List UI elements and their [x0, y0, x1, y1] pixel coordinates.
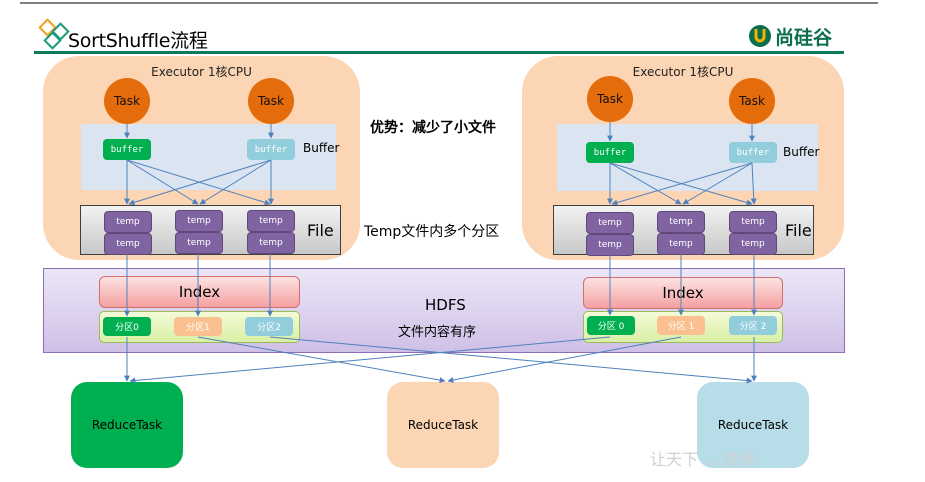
temp-block: temp: [729, 211, 777, 233]
partition-block: 分区 0: [587, 316, 635, 335]
partition-block: 分区 1: [657, 316, 705, 335]
temp-block: temp: [247, 210, 295, 232]
watermark: 让天下 ... 技术: [650, 450, 756, 469]
top-rule: [20, 2, 878, 4]
file-label: File: [307, 221, 334, 240]
executor-label: Executor 1核CPU: [632, 65, 734, 79]
reduce-task-1: ReduceTask: [387, 382, 499, 468]
buffer-block: buffer: [103, 139, 151, 160]
index-block: Index: [99, 276, 300, 308]
reduce-task-2: ReduceTask: [697, 382, 809, 468]
buffer-block: buffer: [586, 142, 634, 163]
buffer-block: buffer: [729, 142, 777, 163]
temp-block: temp: [104, 211, 152, 233]
temp-block: temp: [104, 233, 152, 255]
hdfs-sublabel: 文件内容有序: [398, 325, 477, 340]
temp-block: temp: [175, 210, 223, 232]
buffer-block: buffer: [247, 139, 295, 160]
partition-block: 分区 2: [729, 316, 777, 335]
temp-block: temp: [657, 233, 705, 255]
buffer-label: Buffer: [303, 141, 340, 155]
hdfs-label: HDFS: [425, 296, 466, 314]
reduce-task-0: ReduceTask: [71, 382, 183, 468]
diamond-squares-icon: [38, 18, 70, 50]
buffer-label: Buffer: [783, 145, 820, 159]
temp-partition-note: Temp文件内多个分区: [364, 224, 500, 240]
header-divider: [34, 51, 844, 54]
temp-block: temp: [175, 232, 223, 254]
partition-block: 分区1: [174, 317, 222, 336]
silicon-valley-u-logo-icon: [749, 25, 771, 47]
temp-block: temp: [657, 211, 705, 233]
brand-logo-text: 尚硅谷: [775, 27, 833, 49]
executor-label: Executor 1核CPU: [151, 65, 252, 79]
file-label: File: [785, 221, 812, 240]
task-node: Task: [104, 78, 150, 124]
temp-block: temp: [247, 232, 295, 254]
index-block: Index: [583, 277, 783, 309]
task-node: Task: [587, 76, 633, 122]
temp-block: temp: [729, 233, 777, 255]
advantage-note: 优势：减少了小文件: [370, 120, 496, 136]
task-node: Task: [729, 78, 775, 124]
task-node: Task: [248, 78, 294, 124]
partition-block: 分区0: [103, 317, 151, 336]
temp-block: temp: [586, 234, 634, 256]
page-title: SortShuffle流程: [68, 30, 208, 52]
partition-block: 分区2: [245, 317, 293, 336]
temp-block: temp: [586, 212, 634, 234]
